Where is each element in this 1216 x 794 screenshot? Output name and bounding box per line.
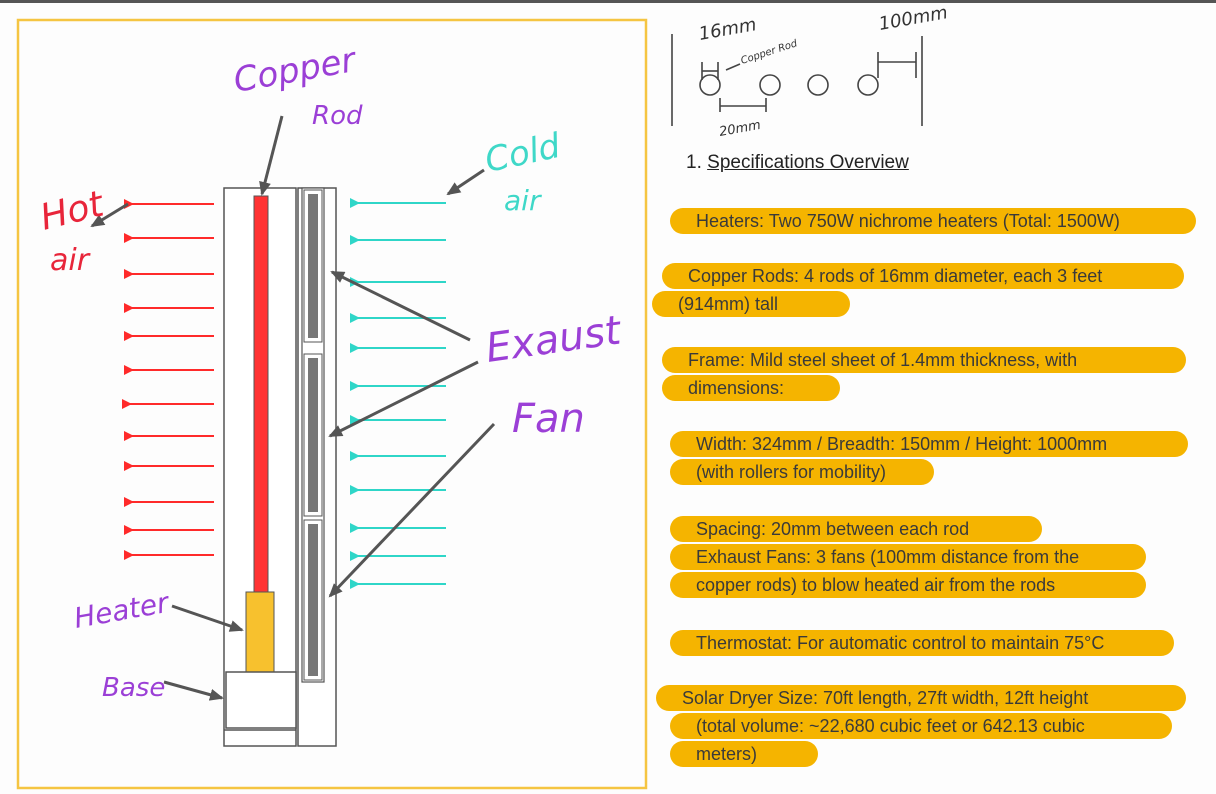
heater-block	[245, 591, 275, 673]
label-cold: Cold	[482, 126, 565, 181]
pointer-arrows	[90, 115, 496, 701]
specifications-panel: 1. Specifications Overview Heaters: Two …	[652, 0, 1200, 794]
spec-heading-number: 1.	[686, 152, 702, 173]
label-cold-air: air	[504, 184, 542, 217]
rod-spacing-sketch: 16mm Copper Rod 20mm 100mm	[671, 2, 949, 140]
base-block	[225, 671, 297, 729]
label-heater: Heater	[71, 586, 172, 635]
copper-rod	[253, 195, 269, 593]
label-copper-rod-2: Rod	[312, 101, 363, 131]
spec-line: (914mm) tall	[652, 291, 850, 317]
sketch-spacing: 20mm	[718, 118, 762, 140]
spec-line: (with rollers for mobility)	[670, 459, 934, 485]
label-base: Base	[102, 673, 165, 703]
label-exhaust: Exaust	[483, 307, 625, 372]
label-hot-air: air	[50, 243, 91, 278]
spec-line: Thermostat: For automatic control to mai…	[670, 630, 1174, 656]
spec-line: Exhaust Fans: 3 fans (100mm distance fro…	[670, 544, 1146, 570]
spec-heading-title: Specifications Overview	[707, 152, 909, 173]
cold-air-arrows	[350, 198, 446, 589]
spec-line: Solar Dryer Size: 70ft length, 27ft widt…	[656, 685, 1186, 711]
diagram-frame	[16, 18, 648, 790]
spec-line: dimensions:	[662, 375, 840, 401]
spec-line: Heaters: Two 750W nichrome heaters (Tota…	[670, 208, 1196, 234]
label-copper: Copper	[231, 40, 361, 101]
dryer-diagram: Copper Rod Cold air Hot air Exaust Fan H…	[16, 18, 648, 790]
spec-line: Width: 324mm / Breadth: 150mm / Height: …	[670, 431, 1188, 457]
spec-line: Frame: Mild steel sheet of 1.4mm thickne…	[662, 347, 1186, 373]
exhaust-fans	[303, 189, 323, 681]
spec-line: Copper Rods: 4 rods of 16mm diameter, ea…	[662, 263, 1184, 289]
spec-line: meters)	[670, 741, 818, 767]
spec-line: (total volume: ~22,680 cubic feet or 642…	[670, 713, 1172, 739]
spec-heading: 1. Specifications Overview	[686, 152, 909, 174]
spec-line: copper rods) to blow heated air from the…	[670, 572, 1146, 598]
label-hot: Hot	[36, 183, 109, 239]
hot-air-arrows	[122, 199, 214, 560]
top-border	[0, 0, 1216, 3]
spec-line: Spacing: 20mm between each rod	[670, 516, 1042, 542]
label-fan: Fan	[512, 396, 585, 442]
